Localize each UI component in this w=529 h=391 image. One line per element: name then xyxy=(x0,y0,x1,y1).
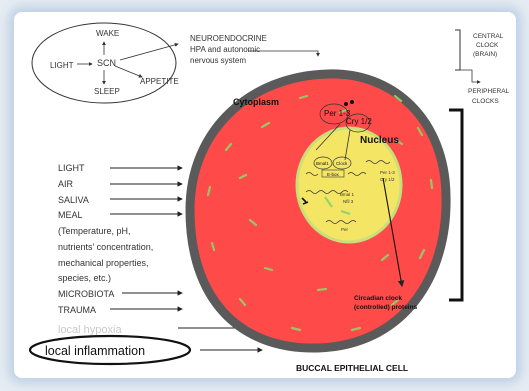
buccal-cell: Cytoplasm Nucleus Per 1-3 Cry 1/2 Bmal1 xyxy=(185,69,451,353)
cry-protein xyxy=(345,113,371,133)
proteins-label-1: Circadian clock xyxy=(354,295,402,302)
cytoplasm-organelles xyxy=(206,94,434,332)
neuroendocrine-arrow xyxy=(248,50,320,57)
neuroendocrine-group: NEUROENDOCRINE HPA and autonomic nervous… xyxy=(190,34,320,65)
clock-label: Clock xyxy=(336,161,348,166)
scn-sleep-label: SLEEP xyxy=(94,87,120,96)
per-label: Per 1-3 xyxy=(324,109,351,118)
cytoplasm-label: Cytoplasm xyxy=(233,97,279,107)
scn-to-appetite-arrow xyxy=(114,65,143,78)
nucleus-label: Nucleus xyxy=(360,135,399,146)
central-clock-line3: (BRAIN) xyxy=(473,51,497,58)
factors-list: LIGHT AIR SALIVA MEAL (Temperature, pH, … xyxy=(58,163,153,315)
factor-inflammation: local inflammation xyxy=(45,344,145,358)
proteins-arrow xyxy=(382,177,405,288)
inhibitor-marks xyxy=(301,197,309,205)
per-import-line xyxy=(315,123,341,151)
clock-protein xyxy=(332,156,352,170)
nucleus xyxy=(295,126,403,244)
peripheral-clocks-line1: PERIPHERAL xyxy=(468,88,510,95)
proteins-label-2: (controlled) proteins xyxy=(354,304,418,311)
scn-to-neuroendocrine-arrow xyxy=(119,42,179,61)
scn-light-label: LIGHT xyxy=(50,61,74,70)
per-cry-mrna xyxy=(365,160,391,164)
factor-microbiota: MICROBIOTA xyxy=(58,289,114,299)
dna-wave-right xyxy=(347,172,367,176)
factor-hypoxia: local hypoxia xyxy=(58,324,122,336)
cry-import-line xyxy=(344,129,351,161)
scn-appetite-label: APPETITE xyxy=(140,77,179,86)
bmal-label: Bmal1 xyxy=(316,161,329,166)
factor-meal-detail-3: mechanical properties, xyxy=(58,258,149,268)
nucleus-organelle-1 xyxy=(324,196,333,208)
factor-air: AIR xyxy=(58,179,74,189)
scn-label: SCN xyxy=(97,58,116,68)
cell-caption: BUCCAL EPITHELIAL CELL xyxy=(296,363,408,373)
scn-oval-group: LIGHT SCN WAKE SLEEP APPETITE xyxy=(31,22,179,104)
peripheral-clocks-line2: CLOCKS xyxy=(472,98,499,105)
nfil-gene-label: Nfil 3 xyxy=(343,199,354,204)
factor-light: LIGHT xyxy=(58,163,85,173)
neuroendocrine-line2: HPA and autonomic xyxy=(190,45,260,54)
per-cry-complex: Per 1-3 Cry 1/2 xyxy=(315,100,372,161)
cry-label: Cry 1/2 xyxy=(346,117,372,126)
per-protein xyxy=(319,103,349,125)
bmal-mrna xyxy=(305,190,349,194)
per-gene-label: Per 1-3 xyxy=(380,170,395,175)
neuroendocrine-line3: nervous system xyxy=(190,56,246,65)
central-clock-line1: CENTRAL xyxy=(473,33,504,40)
bmal-gene-label: Bmal 1 xyxy=(340,192,355,197)
scn-wake-label: WAKE xyxy=(96,29,119,38)
per-mrna xyxy=(325,220,357,224)
central-clock-bracket xyxy=(455,29,461,71)
central-clock-group: CENTRAL CLOCK (BRAIN) xyxy=(455,29,504,84)
bmal-clock-complex: Bmal1 Clock E-box xyxy=(305,156,367,178)
ebox xyxy=(321,169,345,178)
per-small-label: Per xyxy=(341,227,349,232)
central-to-peripheral-arrow xyxy=(460,69,481,84)
ebox-label: E-box xyxy=(327,172,340,177)
peripheral-clocks-group: PERIPHERAL CLOCKS xyxy=(449,88,510,302)
scn-oval xyxy=(31,22,177,104)
factor-saliva: SALIVA xyxy=(58,195,89,205)
factor-meal-detail-2: nutrients’ concentration, xyxy=(58,242,153,252)
central-clock-line2: CLOCK xyxy=(476,42,499,49)
inflammation-oval xyxy=(28,334,192,366)
target-genes: Per 1-3 Cry 1/2 Bmal 1 Nfil 3 Per xyxy=(301,160,395,232)
phospho-dot-2 xyxy=(350,100,354,104)
factor-meal: MEAL xyxy=(58,210,83,220)
peripheral-clocks-bracket xyxy=(449,108,464,302)
factor-meal-detail-4: species, etc.) xyxy=(58,273,111,283)
dna-wave-left xyxy=(305,172,319,176)
bmal-protein xyxy=(313,156,333,170)
neuroendocrine-line1: NEUROENDOCRINE xyxy=(190,34,267,43)
factor-trauma: TRAUMA xyxy=(58,305,96,315)
nucleus-organelle-2 xyxy=(340,210,351,215)
factor-meal-detail-1: (Temperature, pH, xyxy=(58,226,131,236)
cry-gene-label: Cry 1/2 xyxy=(380,177,395,182)
phospho-dot xyxy=(344,102,348,106)
factor-arrows xyxy=(110,165,263,353)
